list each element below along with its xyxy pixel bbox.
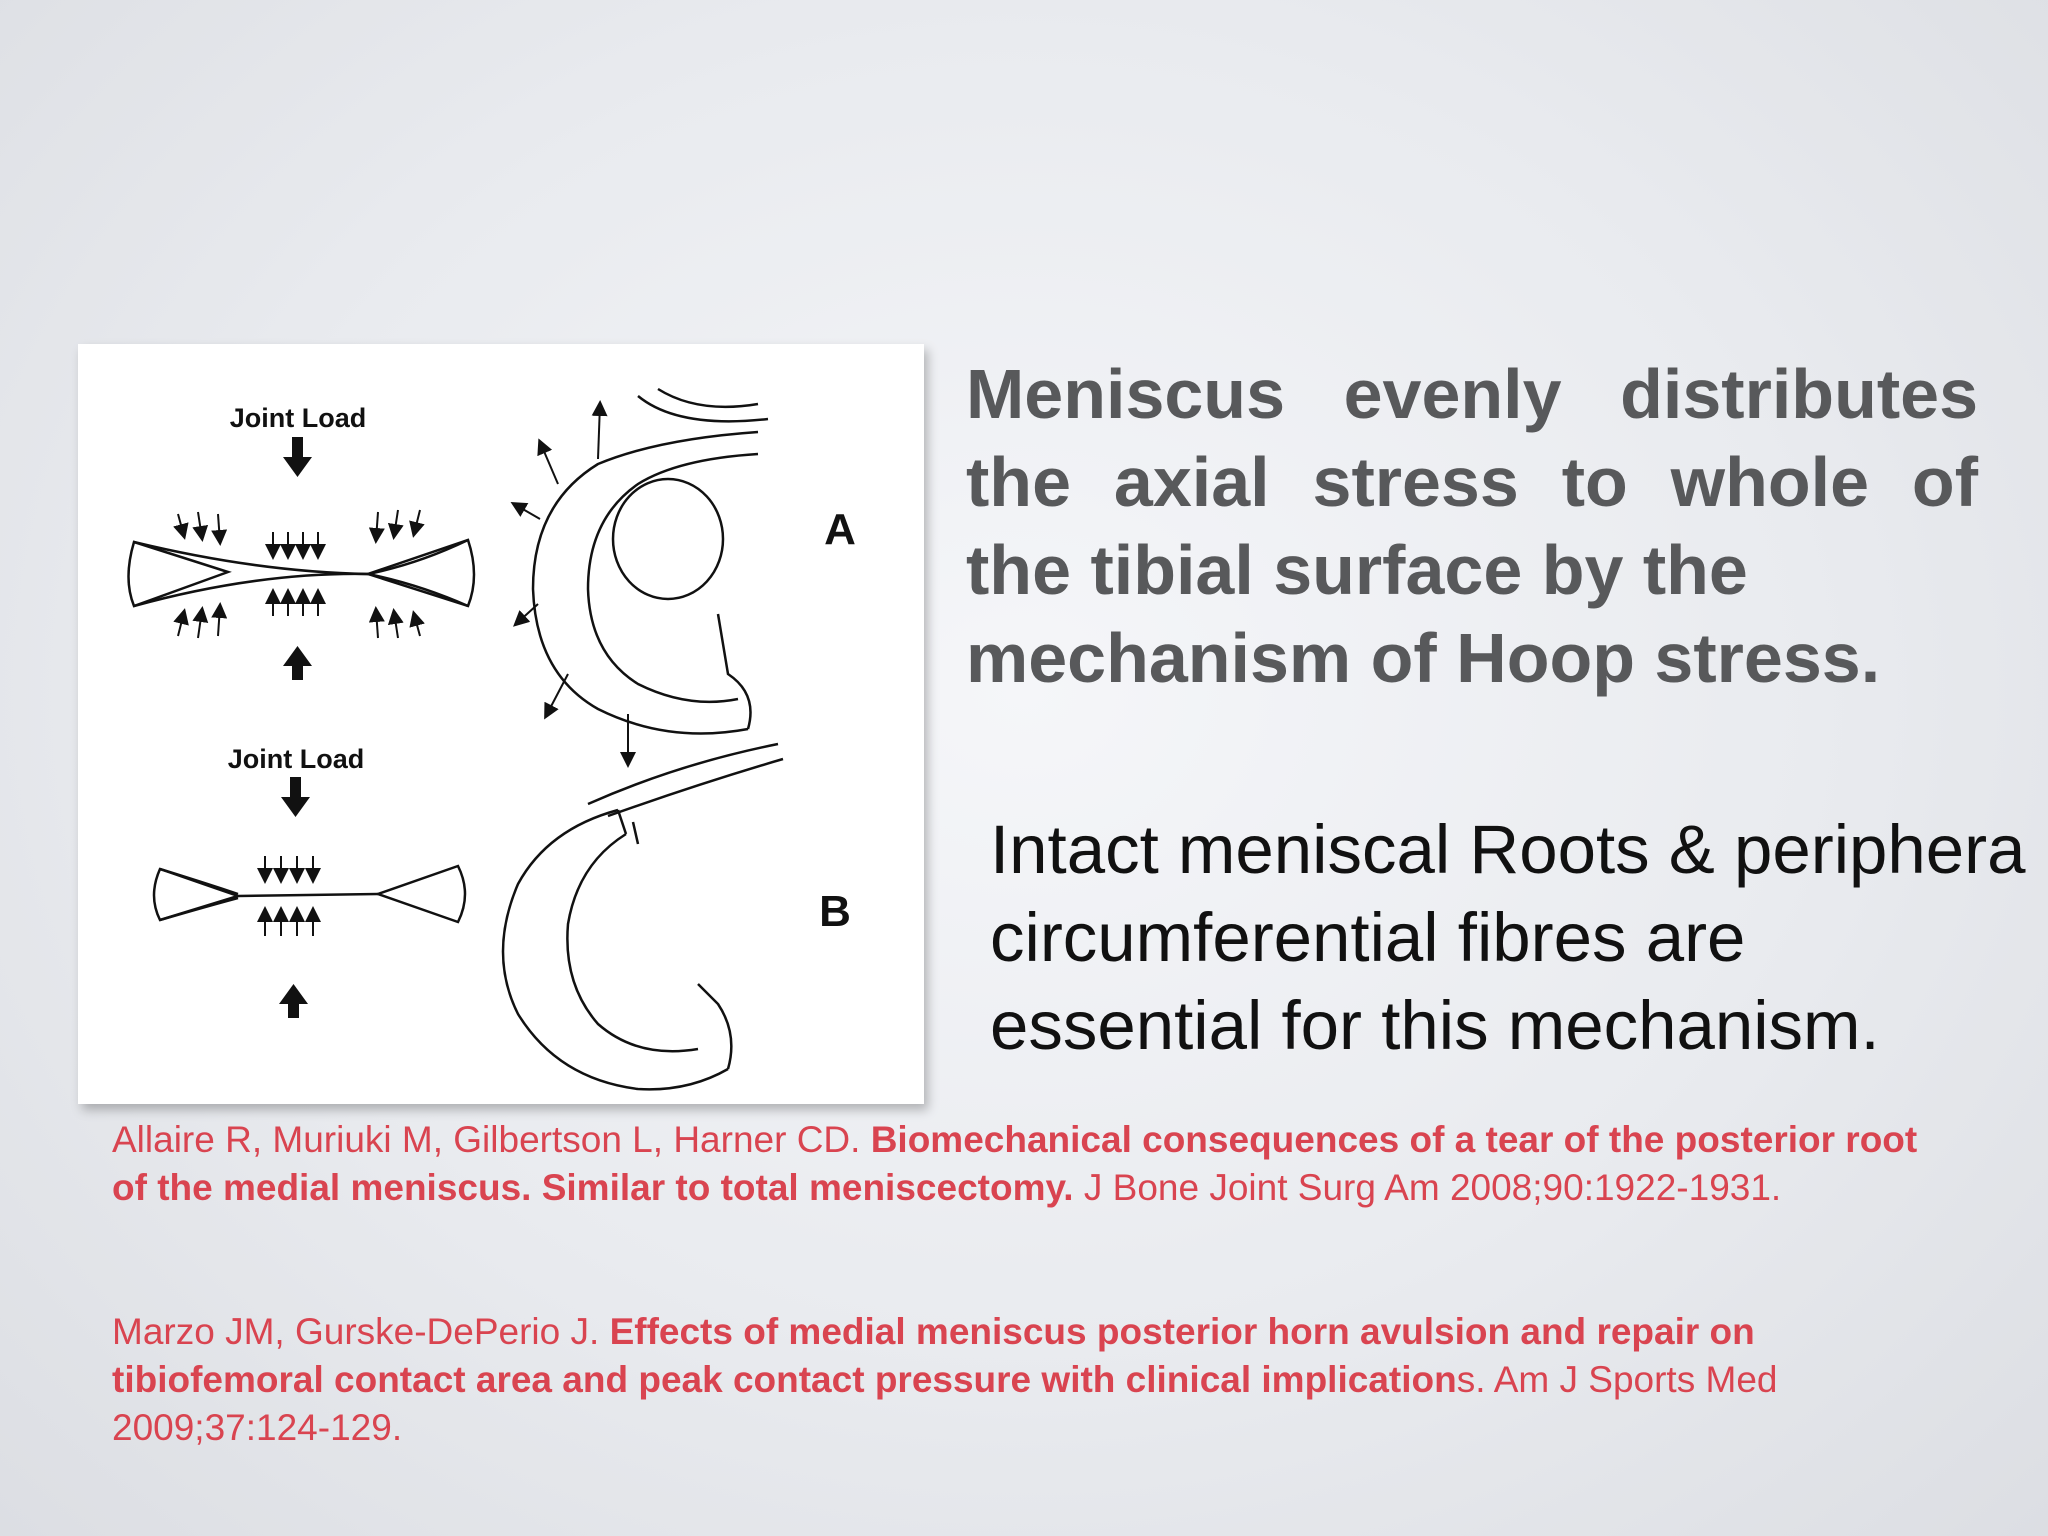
panel-a-letter: A xyxy=(824,505,856,554)
roots-line-3: essential for this mechanism. xyxy=(990,987,1880,1064)
panel-b-letter: B xyxy=(819,887,851,936)
hoop-line-3: the tibial surface by the xyxy=(966,531,1748,609)
reference-2-title: Effects of medial meniscus posterior hor… xyxy=(112,1311,1755,1400)
cross-section-b xyxy=(152,864,467,924)
tibial-plateau-b xyxy=(501,742,784,1091)
reference-2-citation: s. Am J Sports Med 2009;37:124-129. xyxy=(112,1359,1778,1448)
panel-a-load-label: Joint Load xyxy=(230,403,367,433)
reference-1-citation: J Bone Joint Surg Am 2008;90:1922-1931. xyxy=(1073,1167,1782,1208)
reference-2: Marzo JM, Gurske-DePerio J. Effects of m… xyxy=(112,1308,1932,1452)
reference-1-title: Biomechanical consequences of a tear of … xyxy=(112,1119,1918,1208)
panel-a: Joint Load xyxy=(127,387,856,768)
reference-1-authors: Allaire R, Muriuki M, Gilbertson L, Harn… xyxy=(112,1119,871,1160)
panel-b-load-label: Joint Load xyxy=(228,744,365,774)
hoop-stress-statement: Meniscus evenly distributes the axial st… xyxy=(966,350,1978,702)
meniscus-figure: Joint Load xyxy=(78,344,924,1104)
panel-b: Joint Load xyxy=(152,742,851,1091)
reference-2-authors: Marzo JM, Gurske-DePerio J. xyxy=(112,1311,610,1352)
hoop-line-2: the axial stress to whole of xyxy=(966,443,1978,521)
cross-section-a xyxy=(127,538,476,608)
stress-arrows-a xyxy=(173,509,425,639)
roots-statement: Intact meniscal Roots & peripheral circu… xyxy=(990,806,2030,1070)
hoop-line-4: mechanism of Hoop stress. xyxy=(966,619,1881,697)
stress-arrows-b xyxy=(257,856,321,936)
roots-line-2: circumferential fibres are xyxy=(990,899,1746,976)
reference-1: Allaire R, Muriuki M, Gilbertson L, Harn… xyxy=(112,1116,1932,1212)
hoop-arrows-a xyxy=(510,400,636,768)
meniscus-diagram: Joint Load xyxy=(127,387,856,1091)
tibial-plateau-a xyxy=(531,387,769,735)
roots-line-1: Intact meniscal Roots & peripheral xyxy=(990,811,2030,888)
hoop-line-1: Meniscus evenly distributes xyxy=(966,355,1978,433)
